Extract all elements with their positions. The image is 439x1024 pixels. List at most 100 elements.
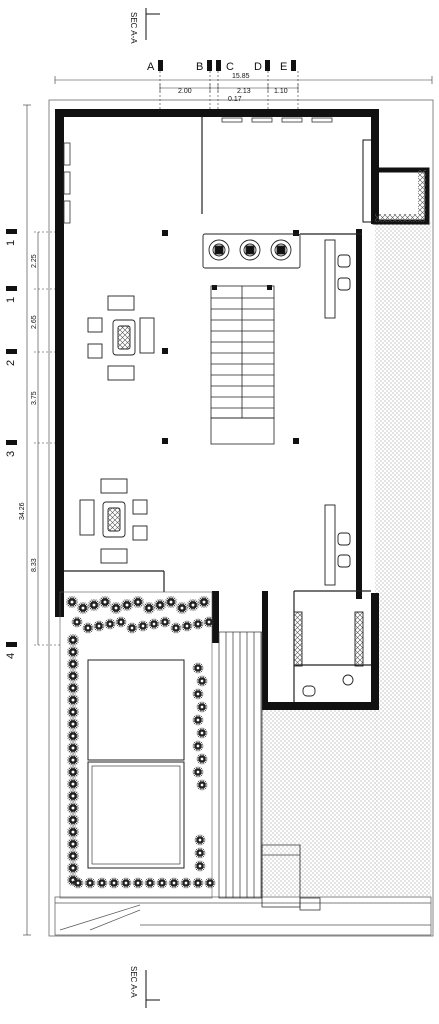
shrub-symbol [66, 777, 80, 791]
dim-overall-depth: 34.26 [19, 502, 26, 520]
dim-row-2-3: 3.75 [31, 391, 38, 405]
windows [63, 117, 333, 224]
shrub-symbol [194, 860, 206, 872]
shrub-symbol [192, 877, 204, 889]
shrub-symbol [175, 601, 189, 615]
shrub-symbol [192, 740, 204, 752]
pool-upper [87, 659, 185, 761]
shrub-symbol [192, 618, 204, 630]
shrub-symbol [66, 741, 80, 755]
shrub-symbol [98, 595, 112, 609]
site-boundary [48, 99, 434, 937]
shrub-symbol [192, 688, 204, 700]
shrub-symbol [66, 633, 80, 647]
shrub-symbol [66, 729, 80, 743]
section-label-top: SEC A-A [129, 12, 138, 44]
shrub-symbol [196, 727, 208, 739]
section-mark-bottom: SEC A-A [129, 966, 160, 1008]
top-dimensions [54, 71, 433, 110]
shrub-symbol [131, 595, 145, 609]
staircase [210, 285, 275, 445]
shrub-symbol [87, 598, 101, 612]
dim-col-ab: 2.00 [178, 88, 192, 95]
grid-label-row-4: 4 [5, 653, 17, 659]
shrub-symbol [181, 620, 193, 632]
shrub-symbol [66, 753, 80, 767]
shrub-symbol [84, 877, 96, 889]
shrub-symbol [137, 620, 149, 632]
shrub-symbol [204, 877, 216, 889]
shrub-symbol [148, 618, 160, 630]
garden-area [59, 591, 216, 899]
shrub-symbol [66, 645, 80, 659]
dim-col-de: 1.10 [274, 88, 288, 95]
shrub-symbol [71, 616, 83, 628]
shrub-symbol [93, 620, 105, 632]
lounge-group-lower [79, 478, 148, 564]
shrub-symbol [66, 765, 80, 779]
structural-columns [162, 230, 299, 444]
shrub-symbol [120, 877, 132, 889]
shrub-symbol [196, 779, 208, 791]
shrub-symbol [192, 766, 204, 778]
shrub-symbol [96, 877, 108, 889]
entry-pavilion [261, 844, 321, 911]
shrub-symbol [66, 681, 80, 695]
shrub-symbol [66, 837, 80, 851]
toilet-room [293, 611, 364, 697]
grid-label-row-1a: 1 [5, 240, 17, 246]
shrub-symbol [66, 849, 80, 863]
grid-label-e: E [280, 61, 287, 73]
shrub-symbol [132, 877, 144, 889]
dim-row-1-2: 2.65 [31, 315, 38, 329]
grid-label-a: A [147, 61, 155, 73]
shrub-symbol [66, 825, 80, 839]
section-mark-top: SEC A-A [129, 8, 160, 44]
interior-partitions [64, 117, 371, 702]
grid-label-row-1b: 1 [5, 297, 17, 303]
shrub-symbol [66, 813, 80, 827]
shrub-symbol [126, 622, 138, 634]
section-label-bottom: SEC A-A [129, 966, 138, 998]
pool-lower [87, 761, 185, 869]
left-dimensions [23, 104, 60, 936]
shrub-symbol [142, 601, 156, 615]
shrub-symbol [115, 616, 127, 628]
shrub-symbol [66, 861, 80, 875]
lounge-group-upper [87, 295, 155, 381]
shrub-symbol [108, 877, 120, 889]
grid-label-row-2: 2 [5, 360, 17, 366]
shrub-symbol [153, 598, 167, 612]
dim-row-1-1: 2.25 [31, 254, 38, 268]
shrub-symbol [194, 834, 206, 846]
shrub-symbol [196, 675, 208, 687]
shrub-symbol [196, 701, 208, 713]
shrub-symbol [180, 877, 192, 889]
entrance-steps [218, 631, 263, 899]
grid-label-row-3: 3 [5, 451, 17, 457]
shrub-symbol [168, 877, 180, 889]
shrub-symbol [66, 693, 80, 707]
shrub-symbol [203, 616, 215, 628]
shrub-symbol [144, 877, 156, 889]
gravel-front-yard [262, 708, 377, 898]
shrub-symbol [164, 595, 178, 609]
side-counters [324, 239, 351, 586]
shrub-symbol [65, 595, 79, 609]
shrub-symbol [66, 801, 80, 815]
shrub-symbol [109, 601, 123, 615]
shrub-symbol [197, 595, 211, 609]
shrub-symbol [192, 714, 204, 726]
shrub-symbol [159, 616, 171, 628]
shrub-symbol [186, 598, 200, 612]
dim-col-cd: 2.13 [237, 88, 251, 95]
dim-col-bc: 0.17 [228, 96, 242, 103]
shrub-symbol [82, 622, 94, 634]
shrub-symbol [66, 669, 80, 683]
shrub-symbol [194, 847, 206, 859]
bar-counter [202, 233, 301, 269]
shrub-symbol [66, 705, 80, 719]
shrub-symbol [120, 598, 134, 612]
shrub-symbol [104, 618, 116, 630]
